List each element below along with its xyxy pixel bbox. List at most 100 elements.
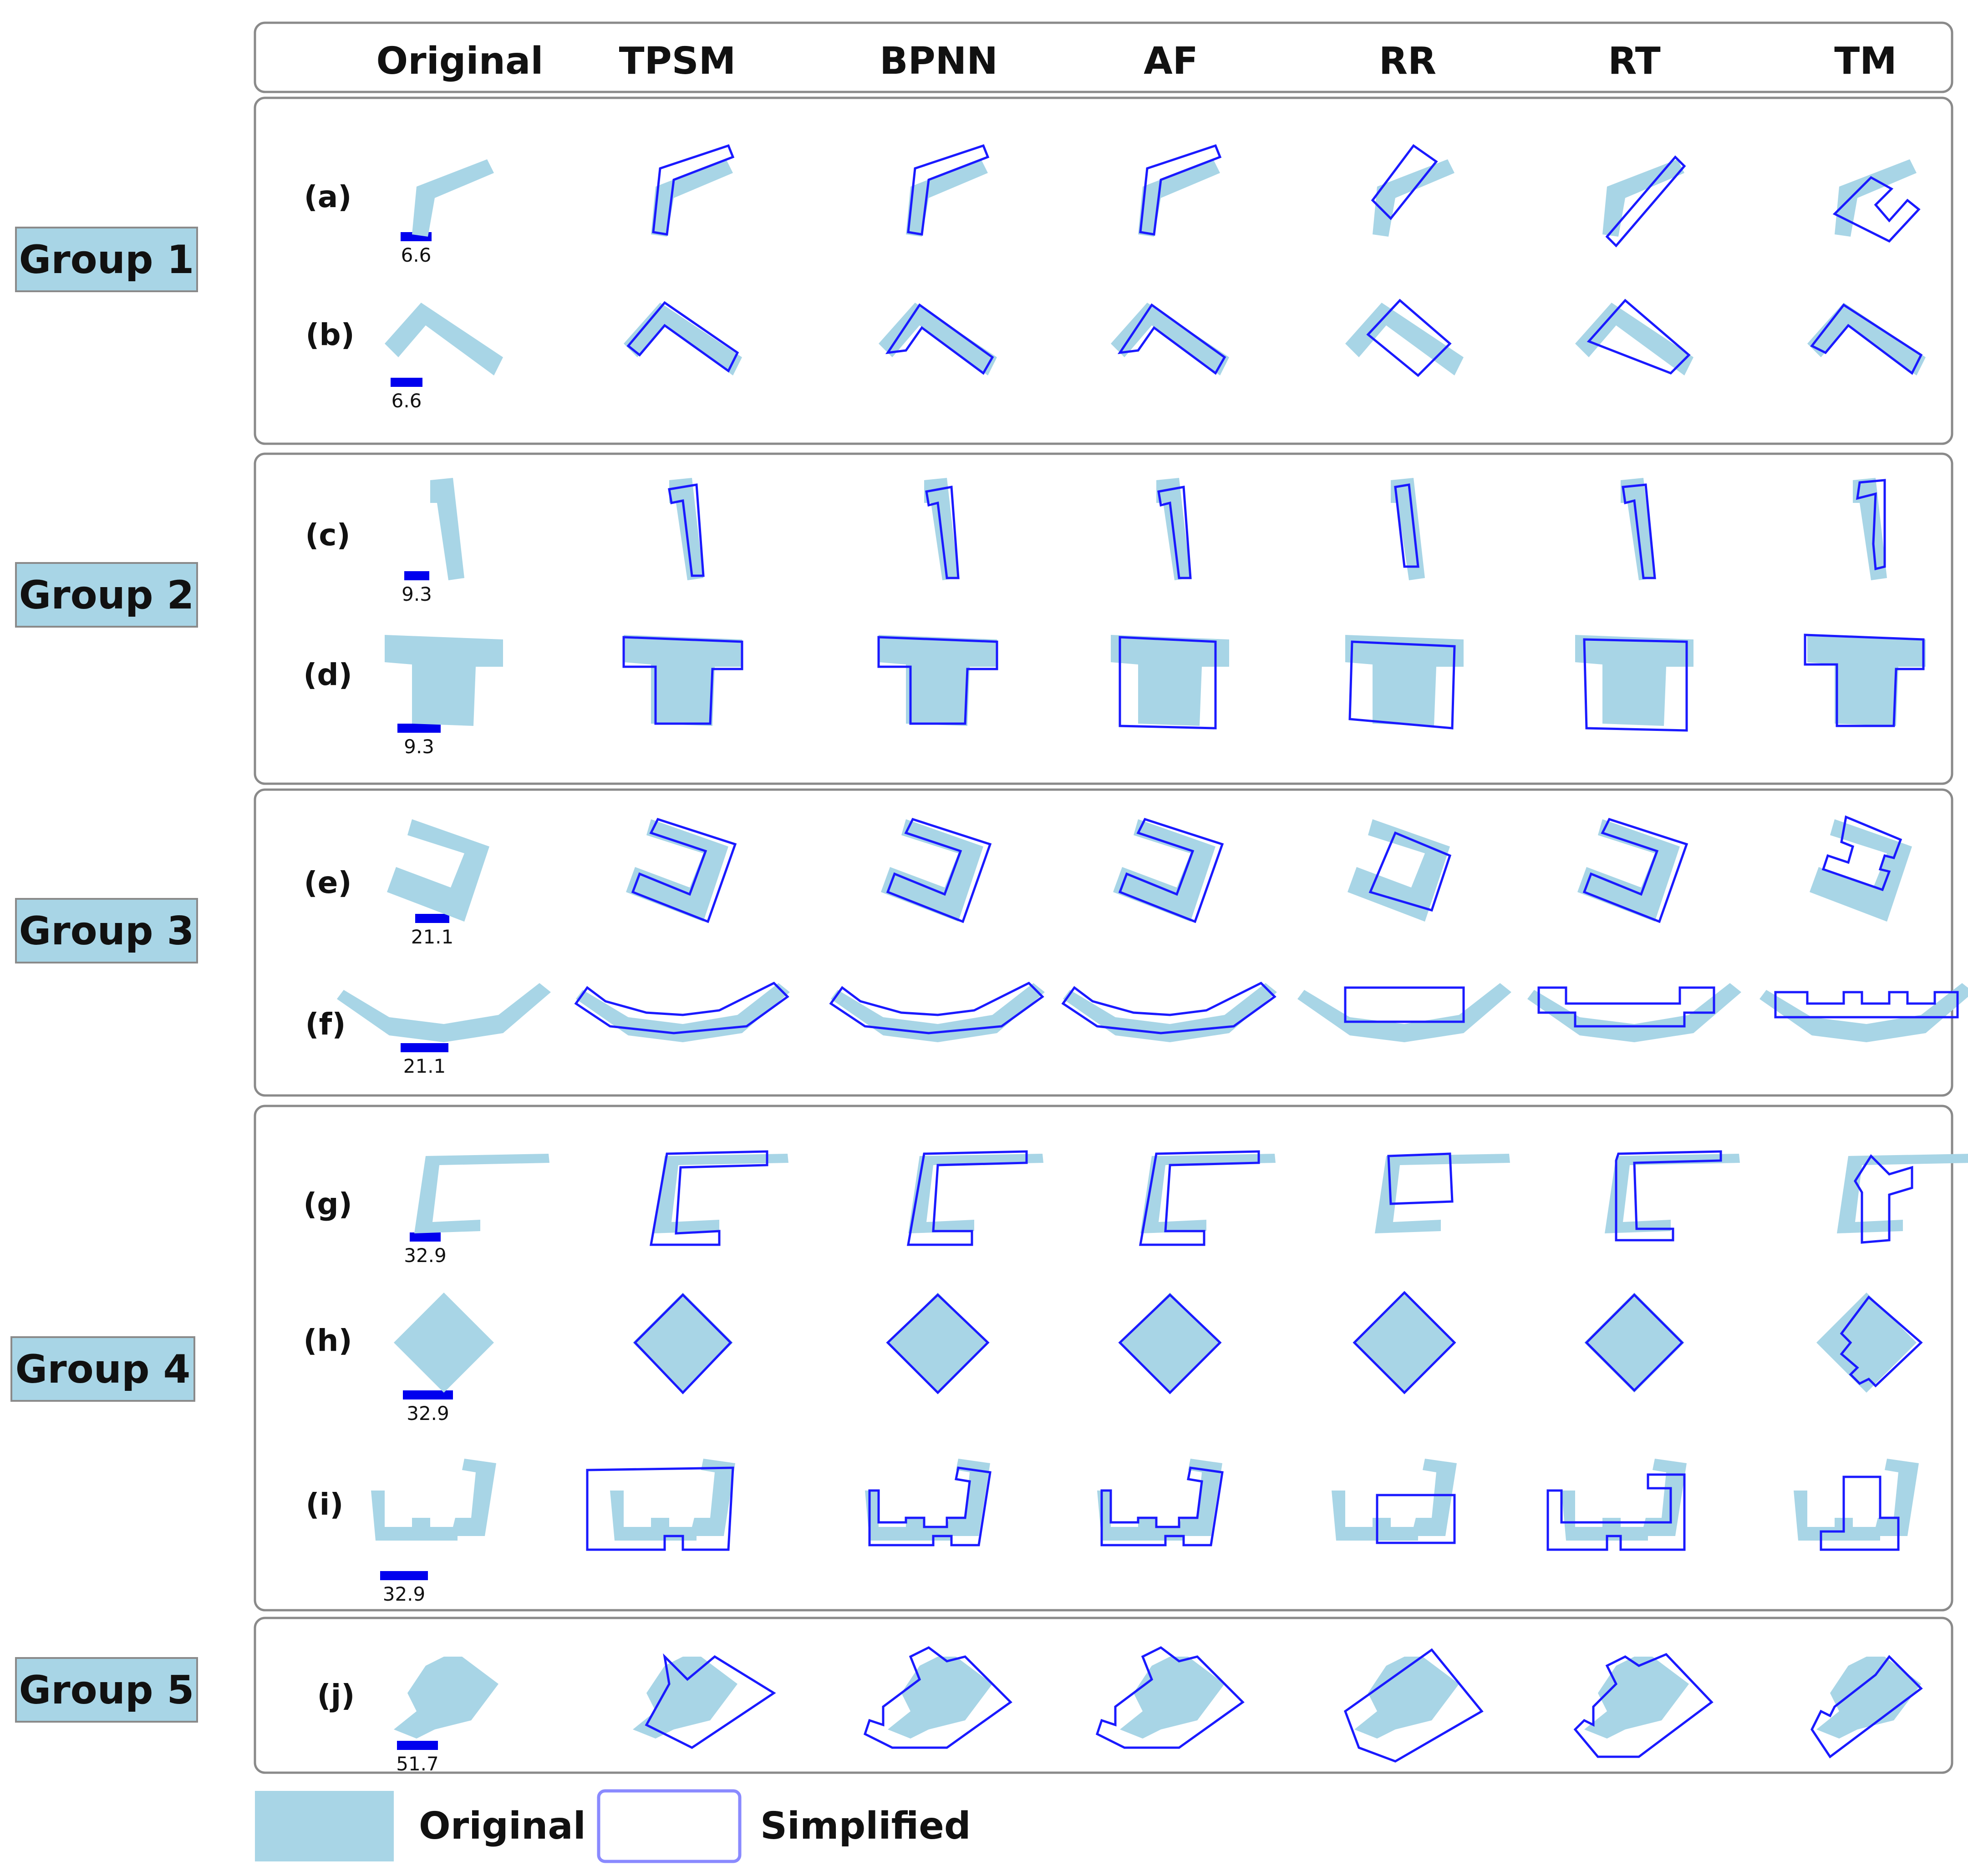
scale-label-b: 6.6 — [392, 390, 422, 412]
original-footprint-d-original — [385, 635, 503, 726]
simplified-outline-g-tpsm — [650, 1150, 768, 1246]
original-footprint-f-rr — [1297, 983, 1511, 1042]
shape-c-bpnn — [924, 478, 960, 580]
legend-original-swatch — [255, 1791, 394, 1861]
shape-d-tpsm — [622, 635, 743, 726]
simplified-outline-h-tpsm — [633, 1293, 732, 1394]
simplified-outline-i-tpsm — [586, 1466, 734, 1551]
simplified-outline-f-tpsm — [574, 981, 789, 1034]
row-label-e: (e) — [304, 865, 351, 900]
original-footprint-i-tpsm — [610, 1459, 735, 1541]
shape-j-bpnn — [863, 1646, 1012, 1749]
original-footprint-d-rr — [1345, 635, 1464, 726]
simplified-outline-a-tpsm — [652, 144, 735, 236]
scale-bar-d — [397, 724, 441, 733]
original-footprint-i-original — [371, 1459, 496, 1541]
shape-h-af — [1118, 1293, 1222, 1394]
original-footprint-e-tm — [1810, 819, 1912, 922]
column-header-af: AF — [1144, 40, 1198, 83]
simplified-outline-d-tpsm — [622, 636, 743, 725]
original-footprint-j-rr — [1354, 1657, 1459, 1739]
scale-bar-b — [391, 378, 422, 387]
row-label-c: (c) — [305, 517, 350, 553]
group-panel-2 — [254, 452, 1953, 785]
shape-b-bpnn — [879, 303, 997, 375]
simplified-outline-i-tm — [1820, 1475, 1900, 1551]
shape-i-tm — [1794, 1459, 1919, 1551]
simplified-outline-h-bpnn — [886, 1293, 990, 1394]
shape-j-tm — [1810, 1655, 1923, 1759]
original-footprint-j-rt — [1584, 1657, 1689, 1739]
original-footprint-e-af — [1113, 819, 1215, 922]
original-footprint-i-bpnn — [865, 1459, 990, 1541]
original-footprint-d-tpsm — [624, 635, 742, 726]
shape-f-rt — [1527, 983, 1741, 1042]
original-footprint-a-rt — [1602, 159, 1684, 237]
shape-b-tm — [1807, 303, 1926, 375]
simplified-outline-i-rr — [1376, 1494, 1456, 1544]
shape-c-tpsm — [668, 478, 705, 580]
row-label-b: (b) — [305, 317, 355, 352]
simplified-outline-i-rt — [1546, 1473, 1686, 1551]
shape-a-tpsm — [651, 144, 735, 237]
original-footprint-j-af — [1120, 1657, 1225, 1739]
row-label-h: (h) — [303, 1323, 352, 1358]
group-panel-5 — [254, 1617, 1953, 1774]
simplified-outline-a-tm — [1832, 176, 1921, 243]
shape-h-tpsm — [633, 1293, 733, 1394]
simplified-outline-c-rr — [1394, 483, 1419, 568]
shape-f-original — [337, 983, 551, 1042]
shape-g-tm — [1837, 1154, 1968, 1244]
simplified-outline-j-bpnn — [863, 1646, 1012, 1749]
shape-i-af — [1097, 1459, 1224, 1546]
scale-label-a: 6.6 — [401, 244, 432, 266]
simplified-outline-g-af — [1139, 1150, 1260, 1246]
original-footprint-i-rt — [1561, 1459, 1687, 1541]
original-footprint-d-rt — [1575, 635, 1693, 726]
original-footprint-j-original — [394, 1657, 498, 1739]
original-footprint-a-original — [412, 159, 494, 237]
shape-f-bpnn — [829, 981, 1045, 1042]
simplified-outline-b-bpnn — [885, 303, 994, 375]
simplified-outline-f-rt — [1537, 986, 1715, 1028]
original-footprint-h-rt — [1584, 1293, 1684, 1393]
simplified-outline-a-bpnn — [907, 144, 990, 236]
original-footprint-e-original — [387, 819, 489, 922]
shape-d-rr — [1345, 635, 1464, 730]
simplified-outline-j-tpsm — [645, 1653, 776, 1749]
simplified-outline-j-tm — [1810, 1655, 1923, 1759]
shape-f-af — [1061, 981, 1277, 1042]
shape-b-tpsm — [624, 301, 742, 375]
column-header-panel — [254, 21, 1953, 93]
shape-h-rt — [1584, 1293, 1684, 1393]
shape-d-af — [1111, 635, 1229, 730]
row-label-a: (a) — [304, 179, 352, 214]
simplified-outline-f-bpnn — [829, 981, 1044, 1034]
shape-a-rr — [1371, 144, 1454, 237]
shape-h-tm — [1816, 1293, 1923, 1393]
group-panel-3 — [254, 788, 1953, 1097]
original-footprint-b-rt — [1575, 303, 1693, 375]
shape-a-af — [1138, 144, 1222, 237]
shape-a-bpnn — [906, 144, 990, 237]
original-footprint-j-tm — [1816, 1657, 1921, 1739]
shape-a-original — [412, 159, 494, 237]
scale-bar-h — [403, 1390, 453, 1399]
group-label-3: Group 3 — [15, 898, 198, 963]
shape-g-tpsm — [650, 1150, 788, 1246]
original-footprint-d-af — [1111, 635, 1229, 726]
group-label-5: Group 5 — [15, 1657, 198, 1723]
column-header-tpsm: TPSM — [619, 40, 736, 83]
simplified-outline-f-rr — [1344, 986, 1465, 1023]
original-footprint-a-rr — [1373, 159, 1454, 237]
shape-d-rt — [1575, 635, 1693, 732]
shape-d-bpnn — [877, 635, 998, 726]
simplified-outline-h-tm — [1840, 1295, 1923, 1388]
simplified-outline-f-tm — [1774, 991, 1959, 1019]
scale-bar-f — [401, 1043, 448, 1052]
original-footprint-b-rr — [1345, 303, 1464, 375]
row-label-f: (f) — [305, 1007, 346, 1042]
original-footprint-a-tm — [1835, 159, 1917, 237]
scale-bar-j — [397, 1741, 438, 1750]
original-footprint-d-bpnn — [879, 635, 997, 726]
